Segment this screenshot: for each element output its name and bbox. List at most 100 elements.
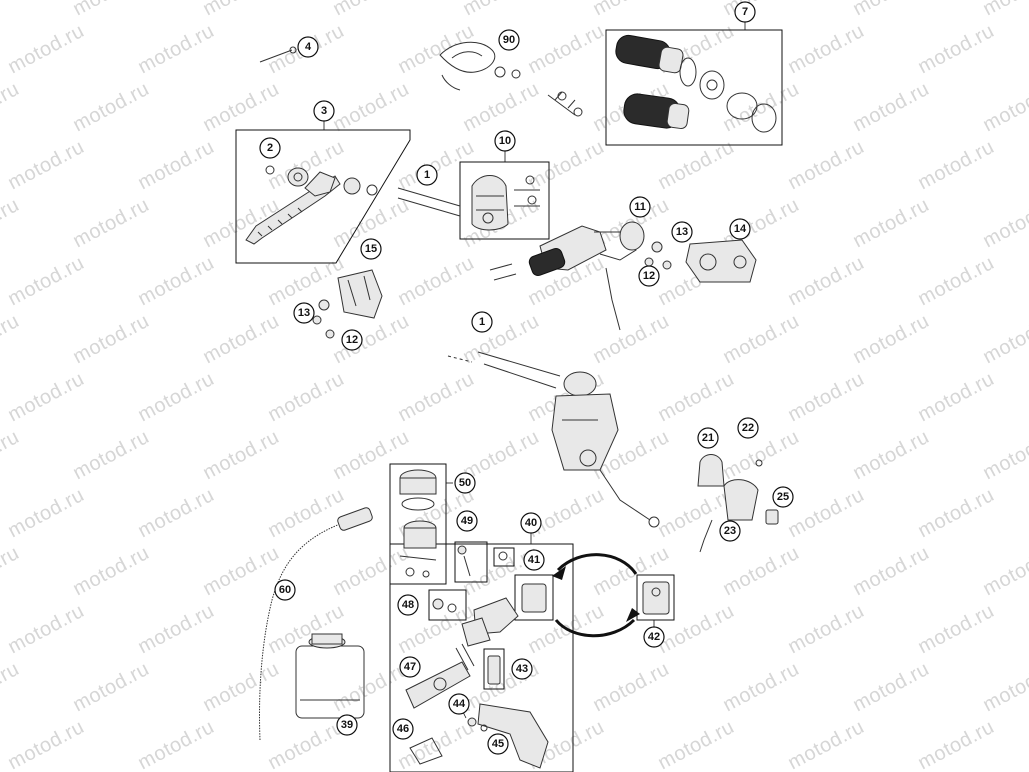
part-handlebar-upper — [397, 187, 461, 217]
callout-14: 14 — [729, 218, 751, 240]
callout-43: 43 — [511, 658, 533, 680]
group-box-42 — [636, 574, 675, 621]
svg-text:2: 2 — [267, 142, 273, 154]
part-reservoir-kit — [399, 469, 437, 578]
part-nuts-left — [312, 299, 335, 339]
svg-text:45: 45 — [492, 738, 504, 750]
callout-21: 21 — [697, 427, 719, 449]
svg-text:41: 41 — [528, 554, 540, 566]
svg-text:22: 22 — [742, 422, 754, 434]
svg-text:90: 90 — [503, 34, 515, 46]
svg-text:11: 11 — [634, 201, 646, 213]
svg-text:44: 44 — [453, 698, 466, 710]
callout-42: 42 — [643, 626, 665, 648]
part-banjo-bolt — [457, 545, 471, 577]
svg-text:7: 7 — [742, 6, 748, 18]
svg-text:23: 23 — [724, 525, 736, 537]
callout-7: 7 — [734, 1, 756, 23]
svg-text:39: 39 — [341, 719, 353, 731]
svg-text:40: 40 — [525, 517, 537, 529]
callout-1-lower: 1 — [471, 311, 493, 333]
svg-text:46: 46 — [397, 723, 409, 735]
part-reservoir-cap — [498, 551, 547, 613]
callout-41: 41 — [523, 549, 545, 571]
svg-text:3: 3 — [321, 105, 327, 117]
callout-44: 44 — [448, 693, 470, 715]
callout-2: 2 — [259, 137, 281, 159]
callout-47: 47 — [399, 656, 421, 678]
part-reservoir-bracket — [642, 581, 670, 615]
group-box-41b — [514, 574, 554, 621]
group-box-50 — [389, 463, 447, 585]
svg-text:13: 13 — [298, 307, 310, 319]
part-switch-housing — [471, 175, 540, 231]
part-brake-master-cylinder — [551, 371, 660, 528]
svg-text:43: 43 — [516, 663, 528, 675]
svg-text:13: 13 — [676, 226, 688, 238]
svg-text:1: 1 — [424, 169, 430, 181]
callout-12-right: 12 — [638, 265, 660, 287]
callout-3: 3 — [313, 100, 335, 122]
svg-text:1: 1 — [479, 316, 485, 328]
svg-text:15: 15 — [365, 243, 377, 255]
part-cable — [259, 507, 373, 741]
svg-text:12: 12 — [346, 334, 358, 346]
callout-49: 49 — [456, 510, 478, 532]
svg-text:42: 42 — [648, 631, 660, 643]
callout-11: 11 — [629, 196, 651, 218]
svg-text:14: 14 — [734, 223, 747, 235]
part-clamp — [685, 239, 757, 283]
svg-text:10: 10 — [499, 135, 511, 147]
callout-60: 60 — [274, 579, 296, 601]
part-switch-cluster — [697, 454, 779, 553]
svg-text:25: 25 — [777, 491, 789, 503]
part-brake-lever — [409, 703, 549, 769]
svg-text:47: 47 — [404, 661, 416, 673]
callout-23: 23 — [719, 520, 741, 542]
callout-15: 15 — [360, 238, 382, 260]
group-box-43 — [483, 648, 505, 690]
part-clamp-left — [337, 269, 383, 319]
svg-text:12: 12 — [643, 270, 655, 282]
svg-text:60: 60 — [279, 584, 291, 596]
group-box-3 — [235, 129, 411, 264]
callout-40: 40 — [520, 512, 542, 534]
part-seal — [432, 598, 457, 613]
svg-text:48: 48 — [402, 599, 414, 611]
part-nuts-right — [644, 241, 672, 270]
callout-4: 4 — [297, 36, 319, 58]
callout-1-upper: 1 — [416, 164, 438, 186]
callout-13-right: 13 — [671, 221, 693, 243]
callout-90: 90 — [498, 29, 520, 51]
callout-46: 46 — [392, 718, 414, 740]
part-handlebar-lower — [447, 351, 561, 389]
part-throttle-assembly — [489, 221, 645, 331]
swap-arrows — [552, 553, 640, 638]
callout-12-left: 12 — [341, 329, 363, 351]
group-box-49 — [454, 541, 488, 583]
svg-text:49: 49 — [461, 515, 473, 527]
part-master-cylinder-body — [405, 597, 519, 709]
svg-text:50: 50 — [459, 477, 471, 489]
callout-50: 50 — [454, 472, 476, 494]
part-fluid-reservoir — [295, 633, 365, 719]
part-lever-assembly — [245, 165, 378, 245]
part-grip-set — [615, 34, 777, 133]
part-pin — [259, 46, 297, 63]
callout-48: 48 — [397, 594, 419, 616]
part-switch-wiring — [439, 41, 583, 117]
callout-39: 39 — [336, 714, 358, 736]
group-box-10 — [459, 161, 550, 240]
callout-22: 22 — [737, 417, 759, 439]
group-box-48 — [428, 589, 467, 621]
callout-13-left: 13 — [293, 302, 315, 324]
group-box-41 — [493, 547, 515, 567]
svg-text:4: 4 — [305, 41, 312, 53]
callout-10: 10 — [494, 130, 516, 152]
group-box-40 — [389, 543, 574, 772]
callout-25: 25 — [772, 486, 794, 508]
group-box-7 — [605, 29, 783, 146]
svg-text:21: 21 — [702, 432, 714, 444]
callout-45: 45 — [487, 733, 509, 755]
